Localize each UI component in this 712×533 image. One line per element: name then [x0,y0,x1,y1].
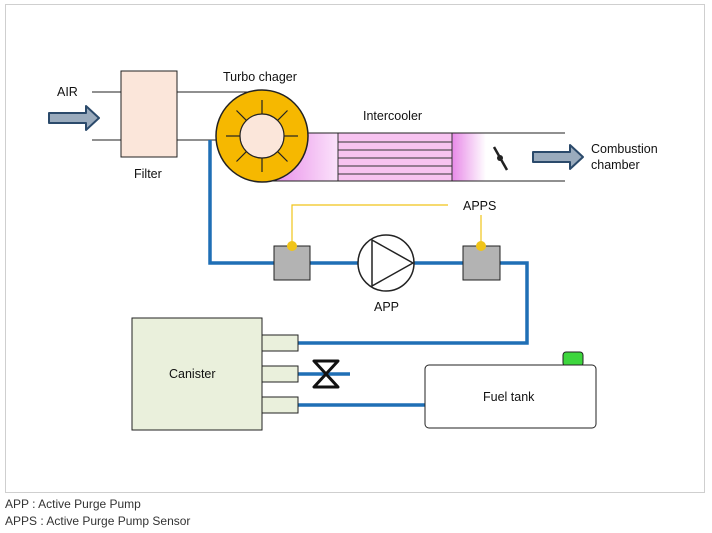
combustion-label-line2: chamber [591,158,640,172]
air-inlet-arrow [48,105,100,131]
fuel-tank-cap [562,351,584,367]
apps-sensor-wiring [291,204,482,246]
turbocharger [215,89,309,183]
diagram-frame [5,4,705,493]
canister-ports [261,334,299,414]
legend-app: APP : Active Purge Pump [5,497,141,511]
turbo-label: Turbo chager [223,70,297,84]
apps-sensor-left-dot [287,241,297,251]
legend-apps: APPS : Active Purge Pump Sensor [5,514,191,528]
apps-sensor-right [462,245,501,281]
apps-sensor-left [273,245,311,281]
filter-label: Filter [134,167,162,181]
purge-pipes [208,140,529,407]
apps-label: APPS [463,199,496,213]
canister-box [131,317,263,431]
active-purge-pump-icon [357,234,415,292]
shutoff-valve-icon [312,359,340,389]
purge-system-diagram: AIR Filter Turbo chager Intercooler Comb… [48,70,658,431]
fuel-tank-box [424,364,597,429]
apps-sensor-right-dot [476,241,486,251]
intercooler-outlet-section [452,133,486,181]
intercooler-core [337,132,453,182]
charge-air-duct [270,132,565,182]
combustion-label-line1: Combustion [591,142,658,156]
fuel-tank-label: Fuel tank [483,390,535,404]
combustion-outlet-arrow [532,144,584,170]
app-label: APP [374,300,399,314]
canister-label: Canister [169,367,216,381]
filter-box [120,70,178,158]
throttle-valve-icon [492,146,509,171]
intercooler-label: Intercooler [363,109,422,123]
air-label: AIR [57,85,78,99]
